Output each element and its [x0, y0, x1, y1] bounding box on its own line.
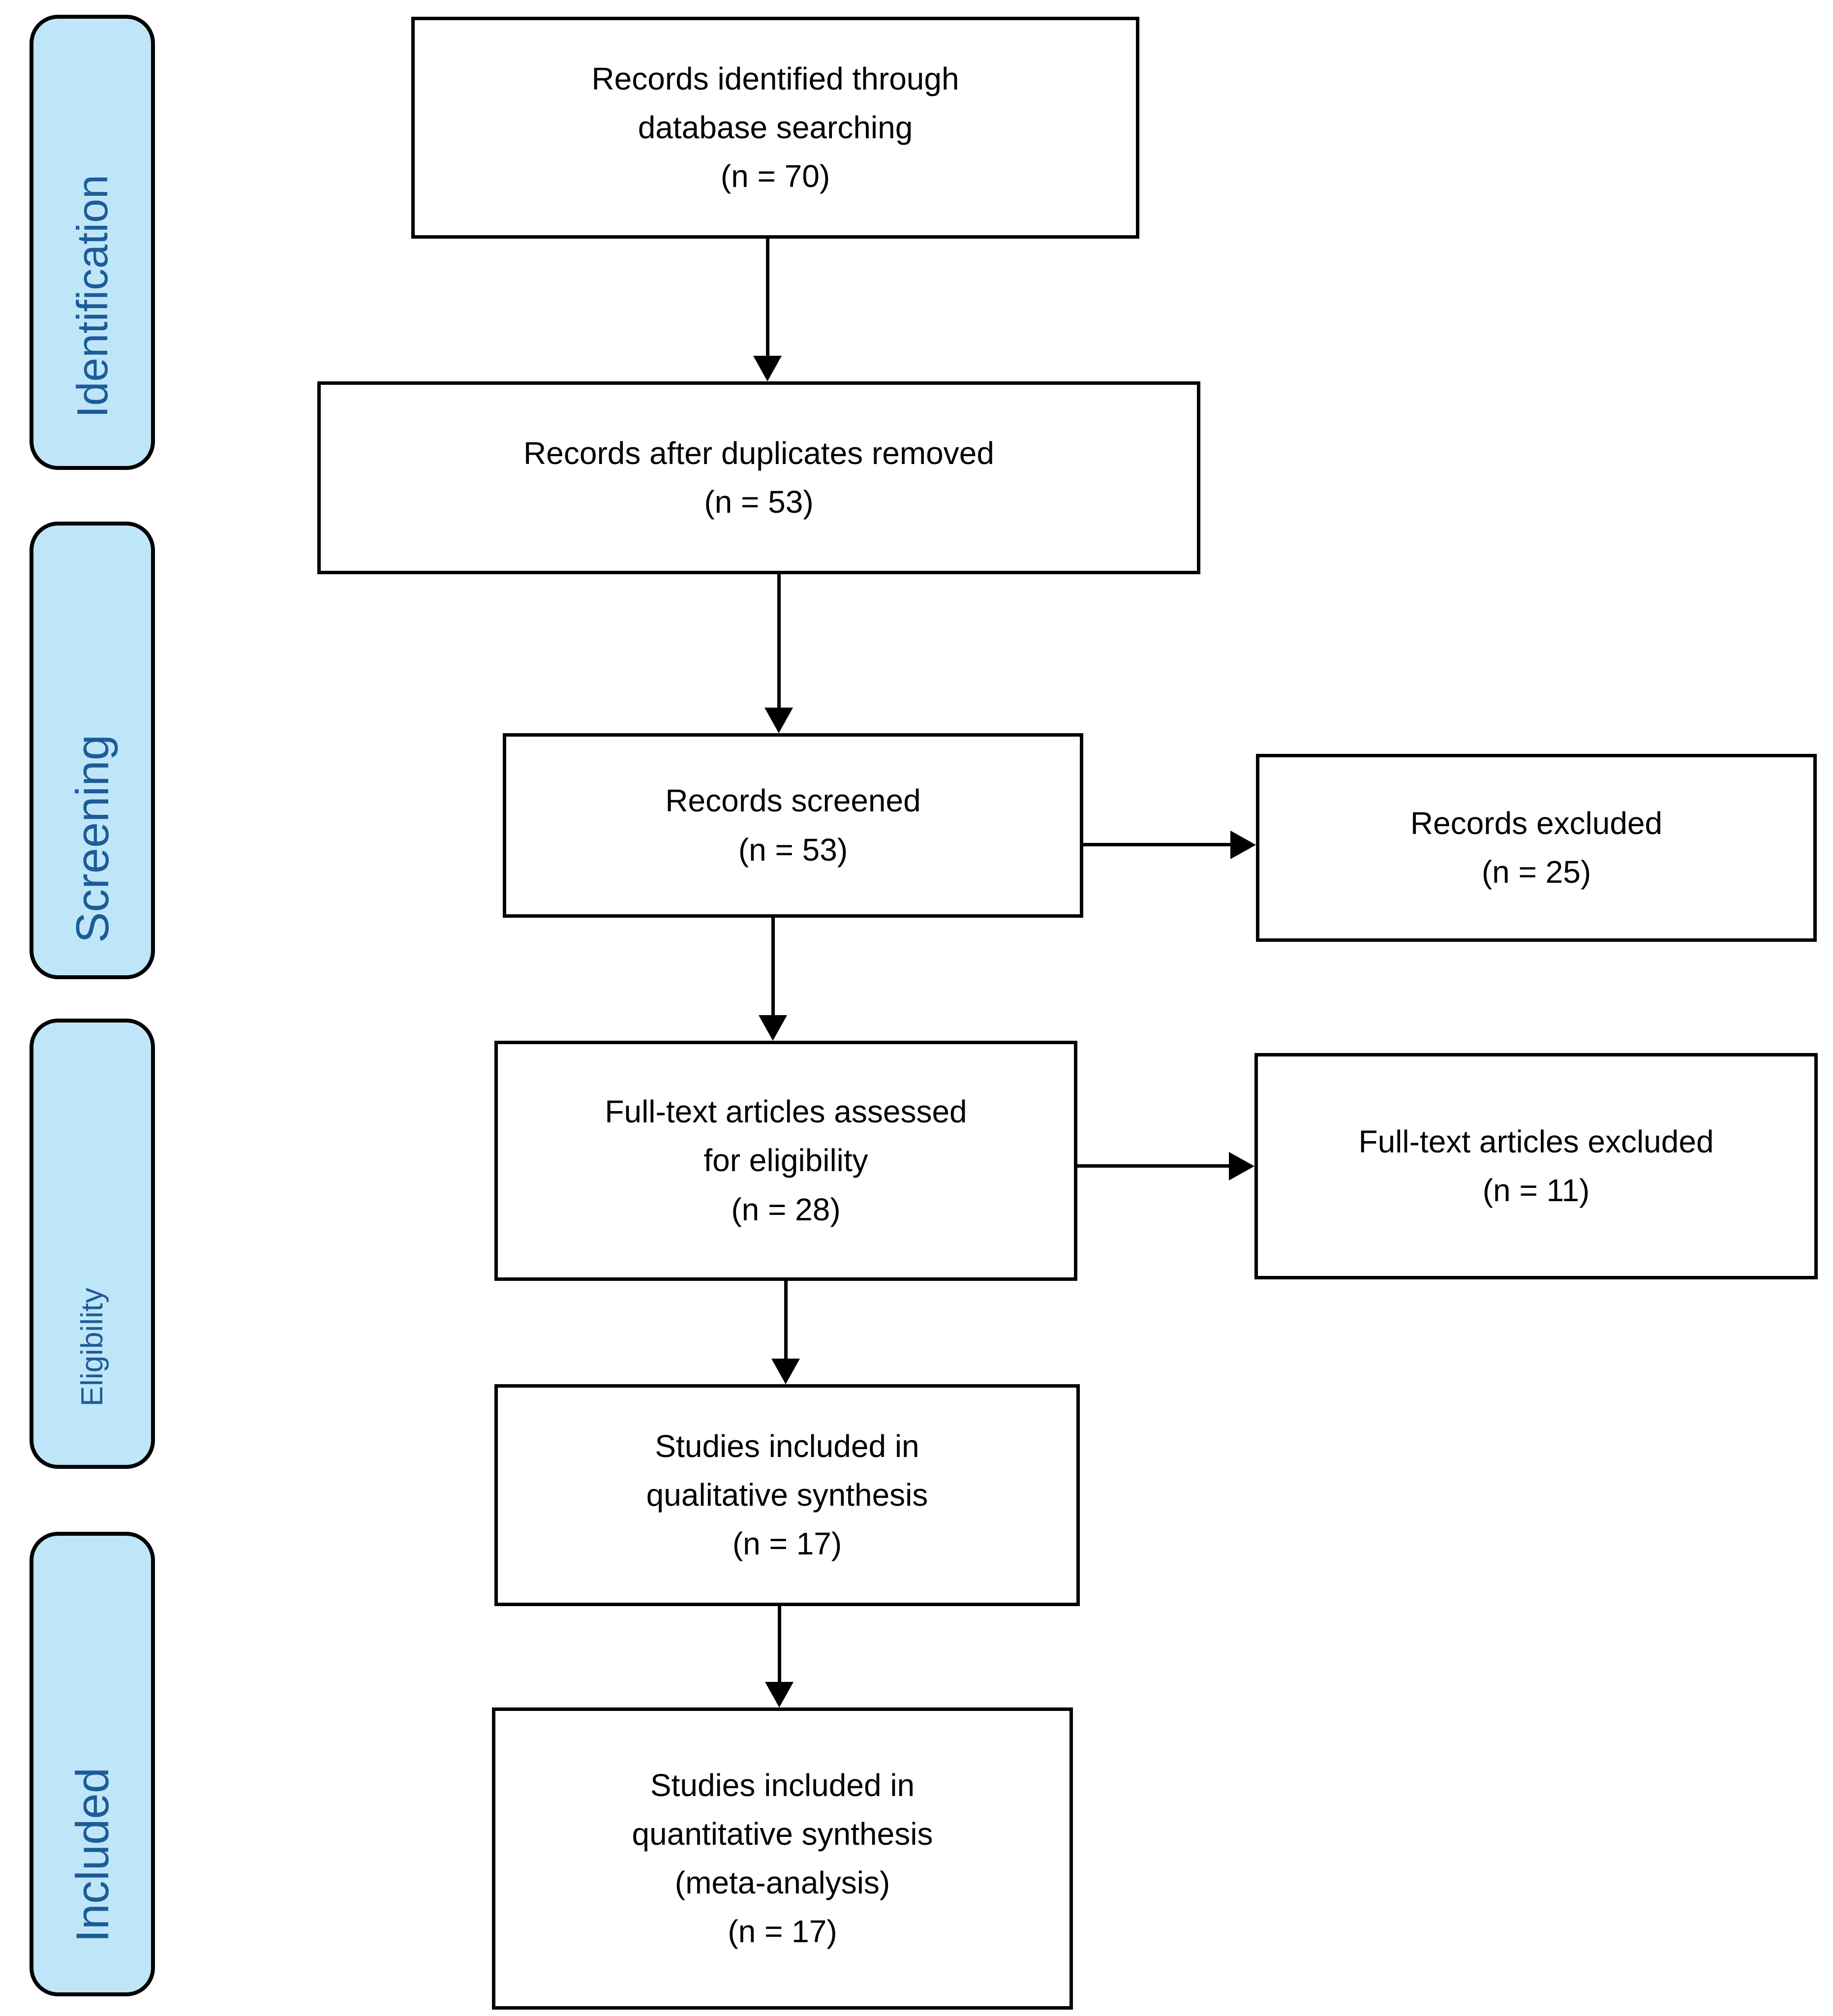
stage-label-included-text: Included — [66, 1768, 118, 1943]
side-box-records-excluded: Records excluded (n = 25) — [1256, 754, 1817, 942]
connector-fulltext-to-qualitative-line — [784, 1281, 788, 1360]
stage-label-screening: Screening — [30, 522, 155, 979]
arrow-right-icon — [1229, 1152, 1254, 1180]
flow-box-fulltext-assessed: Full-text articles assessed for eligibil… — [494, 1041, 1077, 1281]
arrow-down-icon — [771, 1359, 800, 1384]
arrow-right-icon — [1230, 831, 1256, 859]
stage-label-eligibility: Eligibility — [30, 1019, 155, 1469]
side-box-fulltext-excluded: Full-text articles excluded (n = 11) — [1254, 1053, 1818, 1279]
arrow-down-icon — [753, 356, 782, 381]
arrow-down-icon — [765, 1682, 794, 1707]
connector-fulltext-to-excluded-line — [1077, 1164, 1229, 1168]
flow-box-records-after-duplicates: Records after duplicates removed (n = 53… — [317, 381, 1200, 574]
arrow-down-icon — [759, 1015, 787, 1041]
stage-label-identification: Identification — [30, 15, 155, 470]
flow-box-records-identified: Records identified through database sear… — [411, 17, 1139, 239]
flow-box-quantitative-synthesis: Studies included in quantitative synthes… — [492, 1707, 1073, 2010]
connector-screened-to-excluded-line — [1083, 843, 1230, 846]
flow-box-qualitative-synthesis: Studies included in qualitative synthesi… — [494, 1384, 1080, 1606]
flow-box-records-screened: Records screened (n = 53) — [503, 733, 1083, 918]
stage-label-screening-text: Screening — [66, 735, 118, 943]
stage-label-identification-text: Identification — [67, 175, 117, 418]
stage-label-included: Included — [30, 1532, 155, 1996]
connector-qualitative-to-quantitative-line — [778, 1606, 781, 1683]
stage-label-eligibility-text: Eligibility — [75, 1287, 109, 1407]
connector-screened-to-fulltext-line — [771, 918, 775, 1016]
arrow-down-icon — [764, 708, 793, 733]
connector-duplicates-to-screened-line — [777, 574, 781, 709]
connector-identified-to-duplicates-line — [766, 239, 769, 357]
